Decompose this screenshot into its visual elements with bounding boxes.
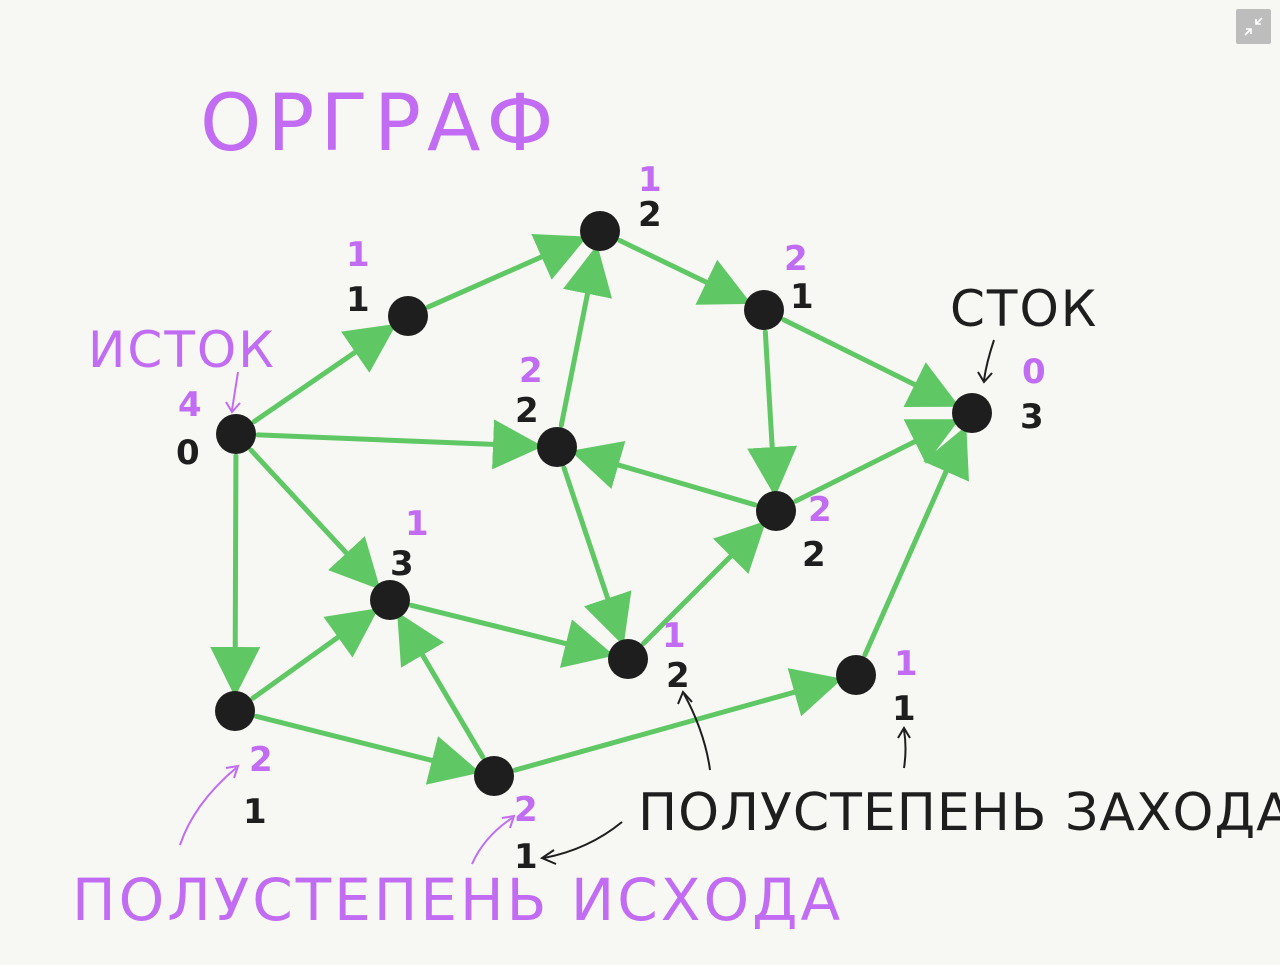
out-degree-label-A: 4 xyxy=(178,385,202,425)
in-degree-label-J: 1 xyxy=(243,792,267,832)
in-degree-label-K: 1 xyxy=(514,837,538,877)
in-degree-label-I: 2 xyxy=(666,656,690,696)
edge-A-J xyxy=(210,453,261,698)
edge-K-L xyxy=(512,668,843,773)
out-degree-label-I: 1 xyxy=(662,616,686,656)
source-pointer-arrow xyxy=(231,371,239,411)
source-label: ИСТОК xyxy=(88,321,276,379)
node-C xyxy=(580,211,620,251)
node-H xyxy=(370,580,410,620)
in-degree-pointer-2 xyxy=(903,729,907,769)
node-L xyxy=(836,655,876,695)
out-degree-label-G: 2 xyxy=(808,490,832,530)
node-G xyxy=(756,491,796,531)
out-degree-label-B: 1 xyxy=(346,235,370,275)
out-degree-pointer-2-head xyxy=(501,814,516,829)
sink-label: СТОК xyxy=(950,280,1098,338)
in-degree-label-C: 2 xyxy=(638,195,662,235)
node-K xyxy=(474,756,514,796)
edge-F-C xyxy=(558,244,613,428)
edge-H-I xyxy=(408,602,615,668)
out-degree-label-C: 1 xyxy=(638,160,662,200)
node-E xyxy=(952,393,992,433)
edge-A-H xyxy=(248,447,381,590)
edge-B-C xyxy=(425,234,588,310)
diagram-title: ОРГРАФ xyxy=(200,79,560,169)
in-degree-pointer-3-head xyxy=(539,849,557,865)
edge-J-H xyxy=(250,608,379,701)
node-J xyxy=(215,691,255,731)
in-degree-label-F: 2 xyxy=(515,391,539,431)
edge-L-E xyxy=(862,425,969,658)
edge-K-H xyxy=(397,612,486,760)
in-degree-label-L: 1 xyxy=(892,689,916,729)
out-degree-label-D: 2 xyxy=(784,239,808,279)
edge-A-B xyxy=(251,323,397,425)
in-degree-pointer-1-head xyxy=(677,690,693,705)
in-degree-label-A: 0 xyxy=(176,433,200,473)
node-F xyxy=(537,427,577,467)
nodes-layer xyxy=(215,211,992,796)
in-degree-label-E: 3 xyxy=(1020,397,1044,437)
collapse-icon xyxy=(1244,17,1263,36)
node-A xyxy=(216,414,256,454)
out-degree-pointer-1-head xyxy=(225,764,240,779)
edge-D-E xyxy=(781,317,960,408)
out-degree-label-E: 0 xyxy=(1022,352,1046,392)
minimize-button[interactable] xyxy=(1236,9,1271,44)
out-degree-label-L: 1 xyxy=(894,644,918,684)
out-degree-label-K: 2 xyxy=(514,790,538,830)
in-degree-label-G: 2 xyxy=(802,535,826,575)
in-degree-caption: ПОЛУСТЕПЕНЬ ЗАХОДА xyxy=(638,783,1280,843)
edge-A-F xyxy=(255,419,544,470)
in-degree-pointer-3 xyxy=(543,821,623,859)
out-degree-label-H: 1 xyxy=(405,504,429,544)
edge-G-F xyxy=(570,440,758,508)
edge-D-G xyxy=(747,329,798,498)
node-B xyxy=(388,296,428,336)
out-degree-pointer-1 xyxy=(179,767,237,846)
sink-pointer-arrow xyxy=(983,339,995,381)
in-degree-label-D: 1 xyxy=(790,277,814,317)
in-degree-pointer-1 xyxy=(683,693,711,771)
edge-F-I xyxy=(561,465,632,646)
in-degree-label-H: 3 xyxy=(390,544,414,584)
edge-I-G xyxy=(641,520,767,646)
in-degree-label-B: 1 xyxy=(346,280,370,320)
in-degree-pointer-2-head xyxy=(897,726,911,739)
edges-layer xyxy=(210,234,969,785)
out-degree-label-J: 2 xyxy=(249,740,273,780)
edge-J-K xyxy=(253,713,481,785)
edge-C-D xyxy=(617,238,752,305)
source-pointer-arrowhead xyxy=(225,401,241,414)
out-degree-label-F: 2 xyxy=(519,351,543,391)
sink-pointer-arrowhead xyxy=(977,371,993,384)
node-D xyxy=(744,290,784,330)
node-I xyxy=(608,639,648,679)
out-degree-pointer-2 xyxy=(471,817,513,865)
out-degree-caption: ПОЛУСТЕПЕНЬ ИСХОДА xyxy=(72,866,843,934)
